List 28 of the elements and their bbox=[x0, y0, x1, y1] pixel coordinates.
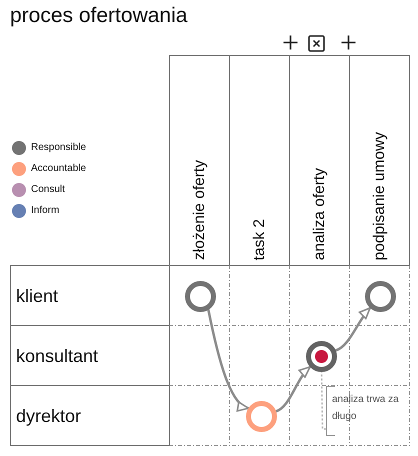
column-header bbox=[289, 55, 350, 266]
lane-title: dyrektor bbox=[16, 404, 82, 426]
role-circle bbox=[185, 281, 216, 312]
annotation-text: analiza trwa za długo bbox=[332, 393, 400, 424]
column-title: podpisanie umowy bbox=[370, 132, 388, 260]
legend-label: Accountable bbox=[31, 163, 86, 175]
column-title: task 2 bbox=[250, 218, 268, 260]
lane-title: klient bbox=[16, 284, 58, 306]
flow-arrow bbox=[334, 306, 372, 352]
flow-arrow bbox=[207, 308, 250, 410]
role-circle bbox=[365, 281, 396, 312]
flow-arrow bbox=[274, 366, 312, 413]
column-header bbox=[229, 55, 290, 266]
role-circle bbox=[306, 341, 337, 372]
lane-header bbox=[10, 265, 170, 326]
column-title: złożenie oferty bbox=[190, 160, 208, 260]
column-title: analiza oferty bbox=[310, 168, 328, 260]
diagram-title: proces ofertowania bbox=[10, 3, 188, 29]
lane-header bbox=[10, 325, 170, 386]
legend-label: Responsible bbox=[31, 142, 86, 154]
lane-title: konsultant bbox=[16, 344, 98, 366]
role-circle bbox=[246, 401, 277, 432]
leader-line bbox=[320, 372, 326, 430]
lane-header bbox=[10, 385, 170, 446]
legend-label: Consult bbox=[31, 184, 65, 196]
column-header bbox=[349, 55, 410, 266]
legend-label: Inform bbox=[31, 205, 60, 217]
column-header bbox=[169, 55, 230, 266]
